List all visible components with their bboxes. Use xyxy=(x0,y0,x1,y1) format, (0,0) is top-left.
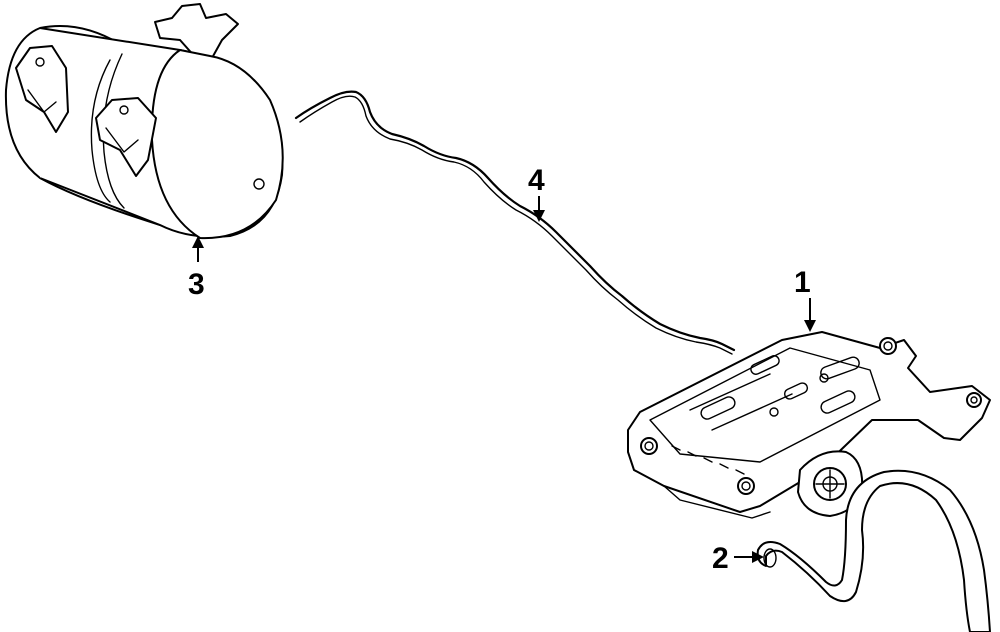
callout-1: 1 xyxy=(794,266,816,332)
svg-text:3: 3 xyxy=(188,268,205,301)
callout-4: 4 xyxy=(528,164,545,222)
svg-text:1: 1 xyxy=(794,266,811,299)
callout-2: 2 xyxy=(712,542,764,575)
compressor-assembly xyxy=(627,331,991,519)
callout-3: 3 xyxy=(188,236,205,301)
svg-text:2: 2 xyxy=(712,542,729,575)
reservoir-tank xyxy=(4,3,284,240)
intake-hose xyxy=(756,469,991,632)
svg-text:4: 4 xyxy=(528,164,545,197)
air-line xyxy=(294,90,736,355)
